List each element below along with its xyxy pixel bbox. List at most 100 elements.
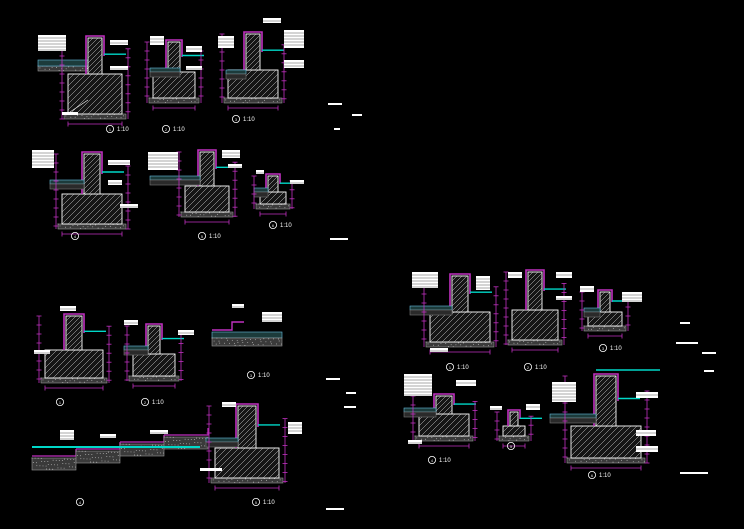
gravel-dot bbox=[483, 345, 485, 347]
gravel-dot bbox=[176, 98, 177, 100]
gravel-dot bbox=[566, 457, 568, 459]
gravel-dot bbox=[127, 451, 129, 453]
hatch-line bbox=[246, 49, 260, 65]
detail-number: 2 bbox=[527, 366, 529, 370]
hatch-line bbox=[517, 310, 549, 340]
gravel-dot bbox=[442, 436, 444, 438]
wall-stem-hatch bbox=[246, 34, 260, 70]
wall-stem-hatch bbox=[510, 412, 518, 426]
gravel-dot bbox=[63, 70, 65, 72]
hatch-line bbox=[277, 195, 286, 204]
gravel-dot bbox=[50, 464, 52, 466]
hatch-line bbox=[510, 418, 518, 426]
ground-slab bbox=[123, 345, 149, 351]
annotation-text-block bbox=[408, 440, 422, 444]
annotation-text-block bbox=[328, 103, 342, 105]
hatch-line bbox=[88, 53, 102, 69]
annotation-text-block bbox=[430, 348, 448, 352]
gravel-dot bbox=[117, 452, 119, 453]
gravel-dot bbox=[193, 439, 195, 441]
gravel-dot bbox=[237, 341, 239, 343]
detail-scale: 1:10 bbox=[263, 500, 275, 506]
gravel-dot bbox=[166, 436, 168, 438]
gravel-dot bbox=[138, 450, 140, 452]
detail-scale: 1:10 bbox=[258, 373, 270, 379]
hatch-line bbox=[62, 194, 75, 207]
gravel-dot bbox=[172, 436, 174, 438]
gravel-dot bbox=[455, 437, 457, 439]
wall-stem-outline bbox=[527, 271, 543, 311]
hatch-line bbox=[600, 296, 610, 308]
detail-scale: 1:10 bbox=[599, 473, 611, 479]
gravel-dot bbox=[32, 462, 34, 464]
detail-marker-circle bbox=[71, 231, 80, 240]
gravel-dot bbox=[509, 438, 511, 440]
detail-scale: 1:10 bbox=[457, 365, 469, 371]
gravel-dot bbox=[79, 228, 81, 230]
hatch-line bbox=[452, 294, 468, 312]
gravel-dot bbox=[458, 342, 460, 344]
annotation-text-block bbox=[222, 150, 240, 158]
gravel-dot bbox=[111, 451, 113, 453]
hatch-line bbox=[452, 284, 468, 302]
annotation-text-block bbox=[110, 40, 128, 45]
gravel-dot bbox=[112, 459, 114, 461]
gravel-dot bbox=[234, 344, 236, 346]
gravel-dot bbox=[70, 458, 72, 460]
gravel-dot bbox=[62, 382, 64, 384]
hatch-lines bbox=[512, 310, 558, 340]
gravel-dot bbox=[427, 343, 429, 345]
gravel-dot bbox=[119, 459, 121, 461]
hatch-line bbox=[622, 439, 641, 458]
annotation-text-block bbox=[622, 292, 642, 302]
gravel-dot bbox=[58, 460, 60, 461]
sheet-title-block bbox=[680, 472, 708, 474]
footing-hatch bbox=[133, 354, 175, 376]
footing-hatch bbox=[512, 310, 558, 340]
hatch-line bbox=[450, 417, 469, 436]
detail-number: 1 bbox=[449, 366, 451, 370]
gravel-dot bbox=[199, 437, 201, 439]
gravel-dot bbox=[137, 454, 139, 456]
hatch-line bbox=[79, 194, 111, 224]
hatch-line bbox=[162, 72, 190, 98]
hatch-line bbox=[205, 177, 214, 186]
gravel-dot bbox=[72, 224, 74, 226]
gravel-dot bbox=[158, 379, 159, 381]
gravel-dot bbox=[460, 344, 462, 346]
gravel-dot bbox=[543, 343, 545, 345]
gravel-dot bbox=[218, 340, 220, 342]
slope-gravel bbox=[119, 443, 165, 457]
hatch-lines bbox=[419, 414, 469, 436]
hatch-line bbox=[512, 310, 537, 335]
ground-slab bbox=[211, 331, 283, 339]
hatch-line bbox=[522, 433, 525, 436]
detail-geometry-layer bbox=[31, 18, 716, 510]
gravel-dot bbox=[76, 378, 78, 380]
gravel-dot bbox=[122, 225, 124, 227]
footing-outline bbox=[429, 311, 491, 343]
gravel-dot bbox=[239, 344, 241, 346]
hatch-line bbox=[430, 312, 443, 325]
gravel-dot bbox=[539, 343, 541, 345]
base-gravel bbox=[57, 223, 127, 230]
gravel-dot bbox=[164, 441, 166, 443]
footing-hatch bbox=[62, 194, 122, 224]
hatch-line bbox=[419, 414, 426, 421]
hatch-line bbox=[84, 172, 100, 190]
stair-step-finish bbox=[164, 428, 209, 436]
gravel-dot bbox=[261, 101, 263, 103]
gravel-dot bbox=[90, 461, 91, 463]
gravel-dot bbox=[187, 438, 189, 440]
gravel-dot bbox=[49, 468, 51, 470]
gravel-dot bbox=[152, 444, 154, 446]
gravel-dot bbox=[47, 464, 49, 466]
wall-stem-hatch bbox=[168, 42, 180, 72]
hatch-lines bbox=[185, 186, 229, 212]
gravel-dot bbox=[278, 340, 280, 342]
hatch-line bbox=[228, 70, 253, 95]
wall-cap-finish bbox=[235, 403, 259, 448]
hatch-line bbox=[465, 317, 490, 342]
hatch-line bbox=[437, 399, 452, 414]
gravel-dot bbox=[249, 100, 250, 102]
